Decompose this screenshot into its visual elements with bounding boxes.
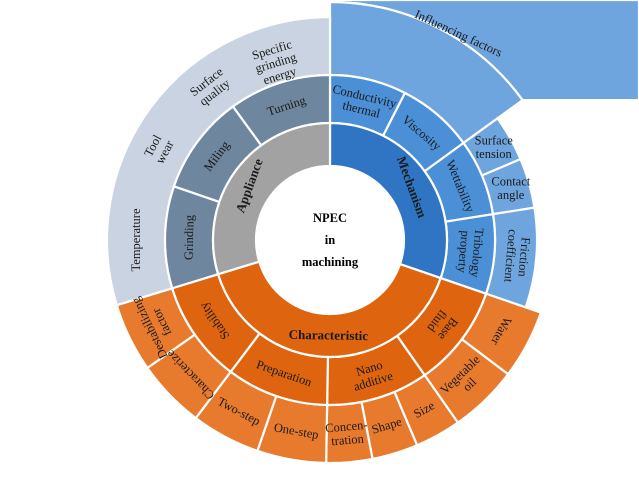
middle-label-grinding: Grinding (182, 214, 197, 260)
inner-segment-appliance (211, 121, 332, 276)
center-circle (257, 167, 403, 313)
outer-label-concen-tration: Concen-tration (325, 418, 370, 449)
inner-label-characteristic: Characteristic (289, 327, 369, 343)
outer-label-temperature: Temperature (129, 208, 143, 271)
middle-label-tribology-property: Tribologyproperty (455, 226, 487, 279)
inner-segment-characteristic (216, 260, 443, 359)
outer-label-friction-coefficient: Frictioncoefficient (501, 229, 533, 285)
inner-segment-mechanism (328, 121, 449, 280)
